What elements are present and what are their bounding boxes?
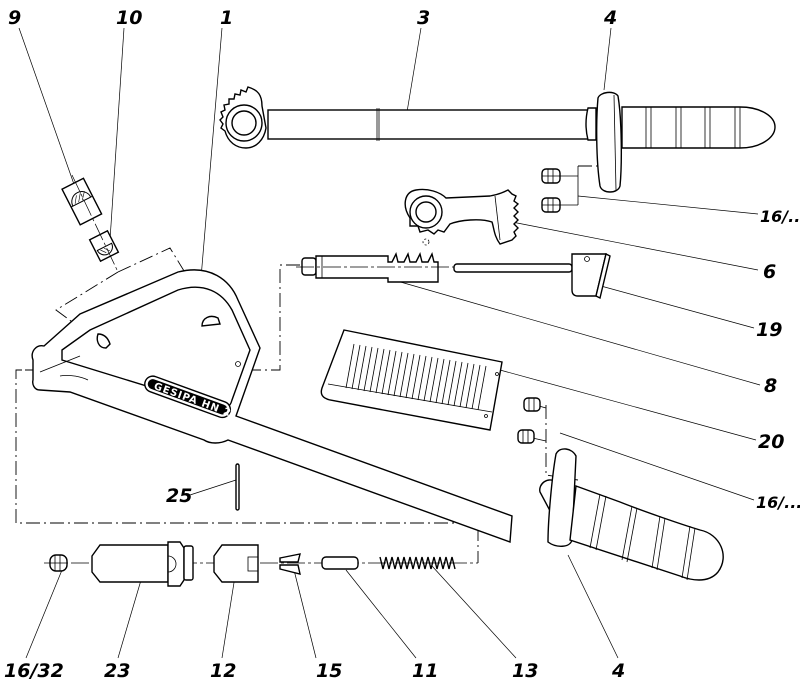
screw-icon bbox=[541, 197, 561, 213]
label-13: 13 bbox=[512, 660, 538, 682]
label-19: 19 bbox=[756, 319, 782, 341]
plate-slots bbox=[345, 343, 487, 411]
upper-screws bbox=[541, 168, 561, 213]
leader-13 bbox=[431, 565, 517, 659]
label-3: 3 bbox=[417, 7, 430, 29]
label-16-upper: 16/.... bbox=[760, 207, 800, 226]
label-16-32: 16/32 bbox=[4, 660, 64, 682]
leader-3 bbox=[405, 27, 422, 119]
rack-piston bbox=[296, 251, 600, 283]
leader-8 bbox=[389, 278, 761, 386]
screw-icon bbox=[541, 168, 561, 184]
pusher-rod bbox=[453, 252, 611, 300]
leader-23 bbox=[117, 569, 145, 659]
lever-handle-flange bbox=[595, 91, 623, 193]
lever-gear-head bbox=[219, 86, 267, 149]
leader-12 bbox=[221, 569, 237, 659]
label-11: 11 bbox=[412, 660, 438, 682]
housing: GESIPA HN 2 bbox=[31, 269, 513, 543]
lower-screws bbox=[517, 397, 541, 444]
leader-16-32 bbox=[25, 569, 63, 659]
leader-16-lower bbox=[559, 432, 755, 501]
label-23: 23 bbox=[104, 660, 130, 682]
handle-grip-lower bbox=[539, 448, 724, 581]
nosepiece-holder-plate bbox=[320, 329, 503, 431]
leader-11 bbox=[345, 569, 417, 659]
pin-25 bbox=[235, 463, 240, 511]
part-10 bbox=[71, 174, 120, 273]
jaw-case-12 bbox=[213, 544, 259, 583]
nosepiece-16-32 bbox=[49, 554, 68, 572]
gear-segment bbox=[404, 188, 520, 246]
label-20: 20 bbox=[758, 431, 784, 453]
leader-4-lower bbox=[567, 554, 619, 659]
leader-20 bbox=[499, 369, 757, 441]
jaws-15 bbox=[279, 553, 301, 575]
label-8: 8 bbox=[764, 375, 777, 397]
upper-lever bbox=[219, 86, 776, 193]
leader-16-upper bbox=[577, 195, 759, 215]
label-12: 12 bbox=[210, 660, 236, 682]
leader-6 bbox=[511, 221, 759, 271]
label-15: 15 bbox=[316, 660, 342, 682]
leader-4-upper bbox=[603, 27, 612, 91]
label-1: 1 bbox=[220, 7, 233, 29]
label-4-upper: 4 bbox=[603, 7, 617, 29]
screw-icon bbox=[523, 397, 541, 412]
spring-13 bbox=[379, 556, 456, 570]
leader-25 bbox=[189, 479, 237, 496]
lever-shaft bbox=[267, 109, 589, 140]
label-16-lower: 16/.... bbox=[756, 493, 800, 512]
label-6: 6 bbox=[763, 261, 776, 283]
lever-grip bbox=[621, 106, 776, 149]
leader-1 bbox=[199, 27, 223, 291]
leader-lines bbox=[18, 27, 761, 659]
screw-icon bbox=[517, 429, 535, 444]
jaw-pusher-11 bbox=[321, 556, 359, 570]
part-labels: 9 10 1 3 4 16/.... 6 19 8 20 16/.... 25 … bbox=[4, 7, 800, 682]
leader-19 bbox=[589, 282, 755, 329]
leader-10 bbox=[109, 27, 125, 241]
leader-9 bbox=[18, 27, 77, 191]
leader-15 bbox=[293, 569, 317, 659]
head-23 bbox=[91, 541, 194, 587]
part-9 bbox=[61, 177, 103, 226]
label-4-lower: 4 bbox=[611, 660, 625, 682]
label-25: 25 bbox=[166, 485, 192, 507]
label-10: 10 bbox=[116, 7, 142, 29]
label-9: 9 bbox=[8, 7, 21, 29]
